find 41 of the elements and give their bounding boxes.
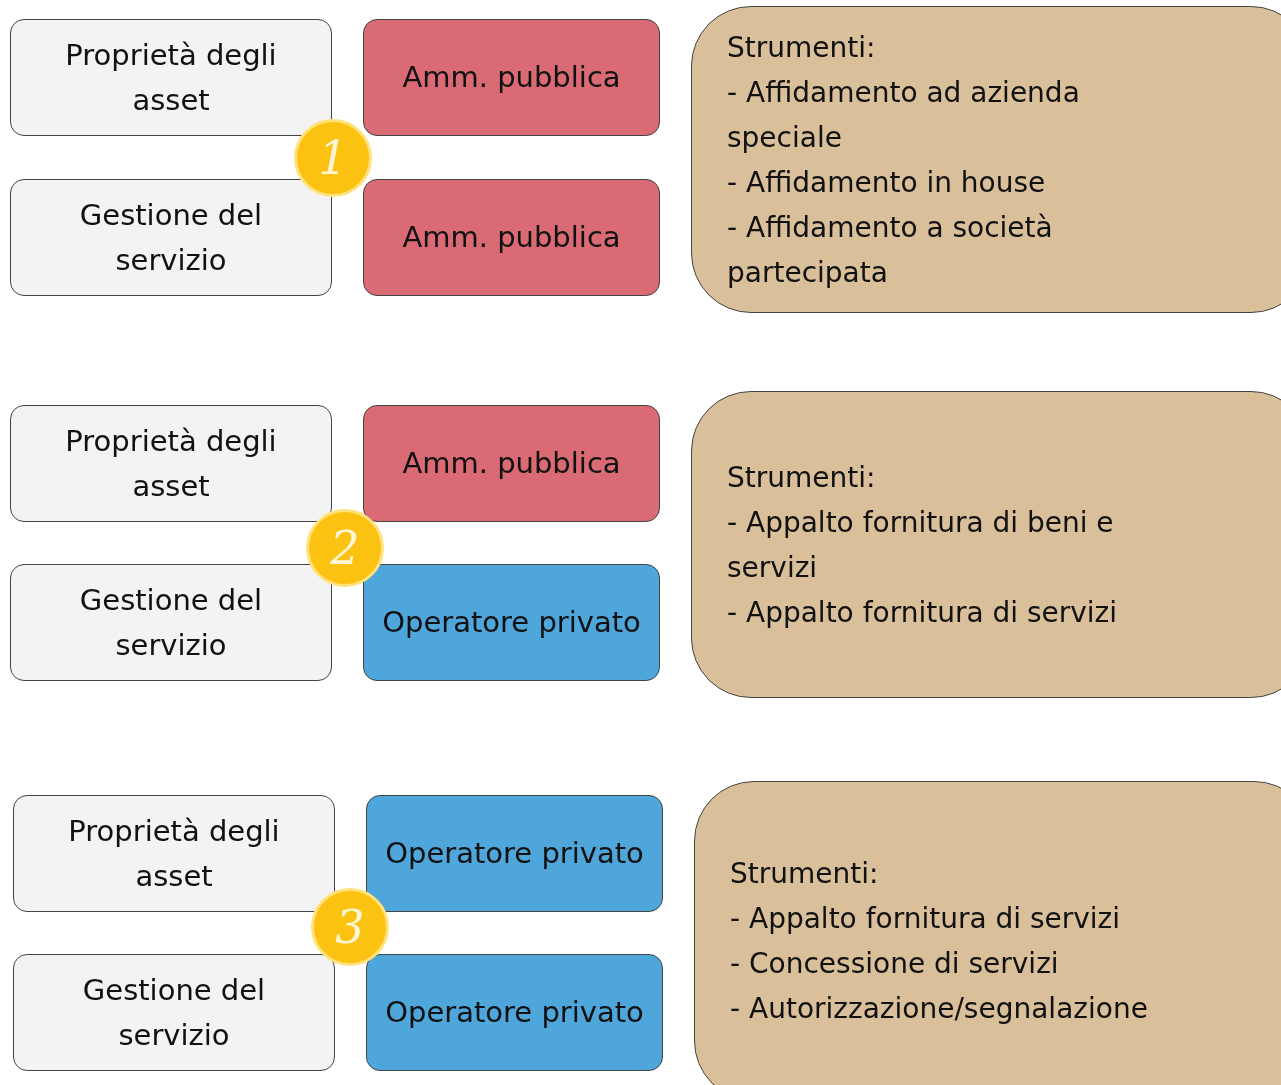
- public-admin-box: [363, 19, 660, 136]
- tool-item: - Affidamento ad azienda speciale: [727, 74, 1081, 156]
- private-operator-box: [366, 954, 663, 1071]
- public-admin-box: [363, 179, 660, 296]
- tools-heading: Strumenti:: [730, 856, 879, 892]
- category-box: [10, 564, 332, 681]
- tool-item: - Appalto fornitura di servizi: [730, 901, 1121, 937]
- actor-label: Operatore privato: [385, 994, 644, 1031]
- actor-label: Amm. pubblica: [402, 445, 621, 482]
- category-box: [10, 179, 332, 296]
- category-box: [10, 405, 332, 522]
- tool-item: - Appalto fornitura di servizi: [727, 594, 1118, 631]
- category-label: Proprietà degli asset: [64, 422, 278, 505]
- category-label: Proprietà degli asset: [67, 812, 281, 895]
- tools-panel: [691, 6, 1281, 313]
- private-operator-box: [363, 564, 660, 681]
- badge-number: 1: [318, 131, 348, 185]
- tools-panel: [691, 391, 1281, 698]
- tool-item: - Autorizzazione/segnalazione: [730, 991, 1148, 1027]
- tools-panel: [694, 781, 1281, 1085]
- category-label: Gestione del servizio: [81, 971, 267, 1054]
- category-label: Gestione del servizio: [78, 581, 264, 664]
- badge-number: 2: [330, 521, 360, 575]
- private-operator-box: [366, 795, 663, 912]
- tool-item: - Concessione di servizi: [730, 946, 1059, 982]
- tools-heading: Strumenti:: [727, 29, 876, 66]
- category-box: [10, 19, 332, 136]
- tool-item: - Affidamento in house: [727, 164, 1046, 201]
- tool-item: - Appalto fornitura di beni e servizi: [727, 504, 1115, 586]
- category-label: Gestione del servizio: [78, 196, 264, 279]
- actor-label: Operatore privato: [385, 835, 644, 872]
- tools-heading: Strumenti:: [727, 459, 876, 496]
- public-admin-box: [363, 405, 660, 522]
- badge-number: 3: [335, 900, 365, 954]
- actor-label: Amm. pubblica: [402, 59, 621, 96]
- category-box: [13, 795, 335, 912]
- actor-label: Amm. pubblica: [402, 219, 621, 256]
- actor-label: Operatore privato: [382, 604, 641, 641]
- category-label: Proprietà degli asset: [64, 36, 278, 119]
- category-box: [13, 954, 335, 1071]
- tool-item: - Affidamento a società partecipata: [727, 209, 1054, 291]
